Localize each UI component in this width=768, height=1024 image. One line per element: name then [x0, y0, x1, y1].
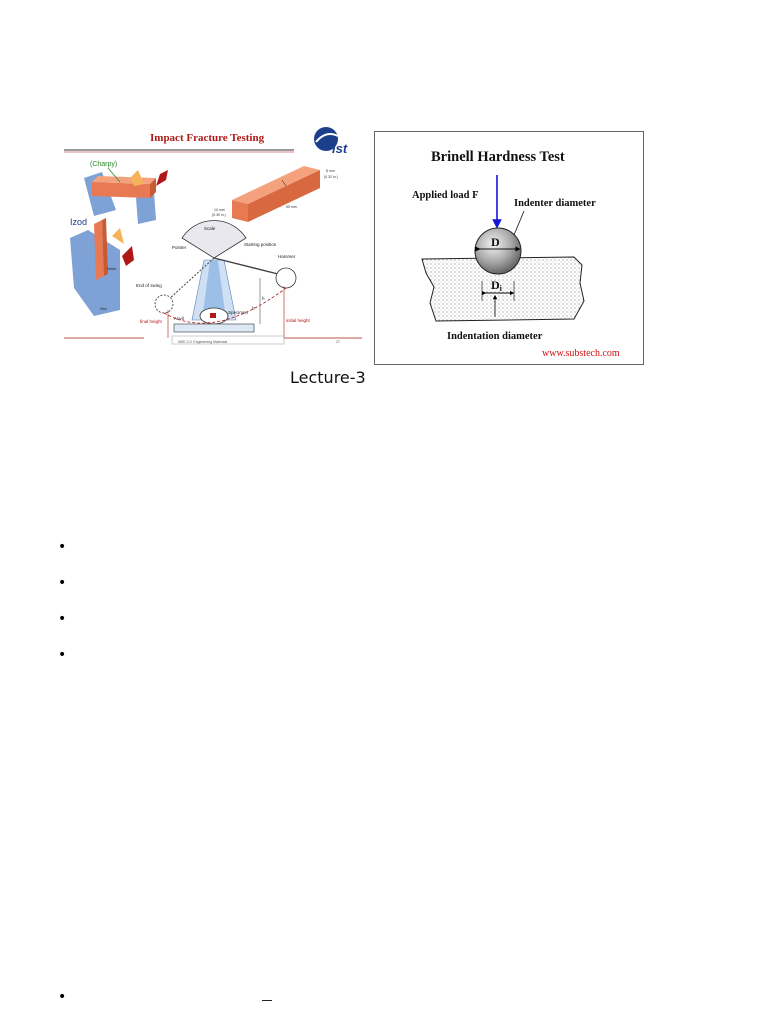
impact-slide-page-number: 27 — [336, 340, 340, 344]
svg-text:ist: ist — [332, 141, 348, 156]
bullet-point: • — [58, 989, 67, 1005]
test-material — [421, 256, 585, 322]
indenter-d-label: D — [491, 235, 500, 249]
charpy-specimen-illustration — [84, 167, 168, 224]
svg-text:final height: final height — [140, 319, 163, 324]
charpy-label: (Charpy) — [90, 161, 117, 168]
underline-mark — [262, 1000, 272, 1001]
svg-text:h: h — [262, 296, 265, 301]
website-label: www.substech.com — [542, 348, 620, 359]
specimen-bar-illustration: 8 mm (0.32 in.) 10 mm (0.39 in.) 55 mm — [212, 166, 338, 222]
svg-text:55 mm: 55 mm — [286, 205, 297, 209]
izod-label: Izod — [70, 217, 87, 227]
applied-load-label: Applied load F — [412, 190, 479, 201]
bullet-point: • — [58, 575, 67, 591]
figure-caption: Lecture-3 — [290, 368, 366, 387]
svg-text:initial height: initial height — [286, 318, 311, 323]
impact-slide-footer: MSE 2.0: Engineering Materials — [178, 340, 227, 344]
svg-text:Starting position: Starting position — [244, 242, 277, 247]
impact-fracture-testing-figure: Impact Fracture Testing ist (Charpy) Izo… — [64, 120, 362, 350]
svg-text:h': h' — [252, 306, 256, 311]
svg-text:Scale: Scale — [204, 226, 216, 231]
svg-text:Specimen: Specimen — [228, 310, 249, 315]
svg-text:Pointer: Pointer — [172, 245, 187, 250]
indentation-di-label: Di — [491, 278, 503, 293]
brinell-hardness-test-figure: Brinell Hardness Test Applied load F Ind… — [374, 131, 644, 365]
svg-text:Notch: Notch — [107, 267, 116, 271]
svg-text:10 mm: 10 mm — [214, 208, 225, 212]
bullet-point: • — [58, 647, 67, 663]
svg-text:End of swing: End of swing — [136, 283, 162, 288]
svg-text:Vise: Vise — [100, 307, 107, 311]
svg-text:Hammer: Hammer — [278, 254, 296, 259]
indentation-diameter-label: Indentation diameter — [447, 331, 543, 342]
bullet-point: • — [58, 539, 67, 555]
ist-logo-icon: ist — [314, 127, 348, 156]
svg-text:(0.32 in.): (0.32 in.) — [324, 175, 338, 179]
bullet-point: • — [58, 611, 67, 627]
indenter-diameter-label: Indenter diameter — [514, 198, 596, 209]
pendulum-impact-tester-illustration: Scale Pointer Starting position Hammer E… — [136, 220, 311, 338]
svg-text:Anvil: Anvil — [174, 316, 184, 321]
izod-specimen-illustration: Notch Vise — [70, 218, 134, 316]
impact-slide-title: Impact Fracture Testing — [150, 132, 265, 144]
svg-text:(0.39 in.): (0.39 in.) — [212, 213, 226, 217]
svg-text:8 mm: 8 mm — [326, 169, 335, 173]
brinell-title: Brinell Hardness Test — [431, 149, 565, 165]
